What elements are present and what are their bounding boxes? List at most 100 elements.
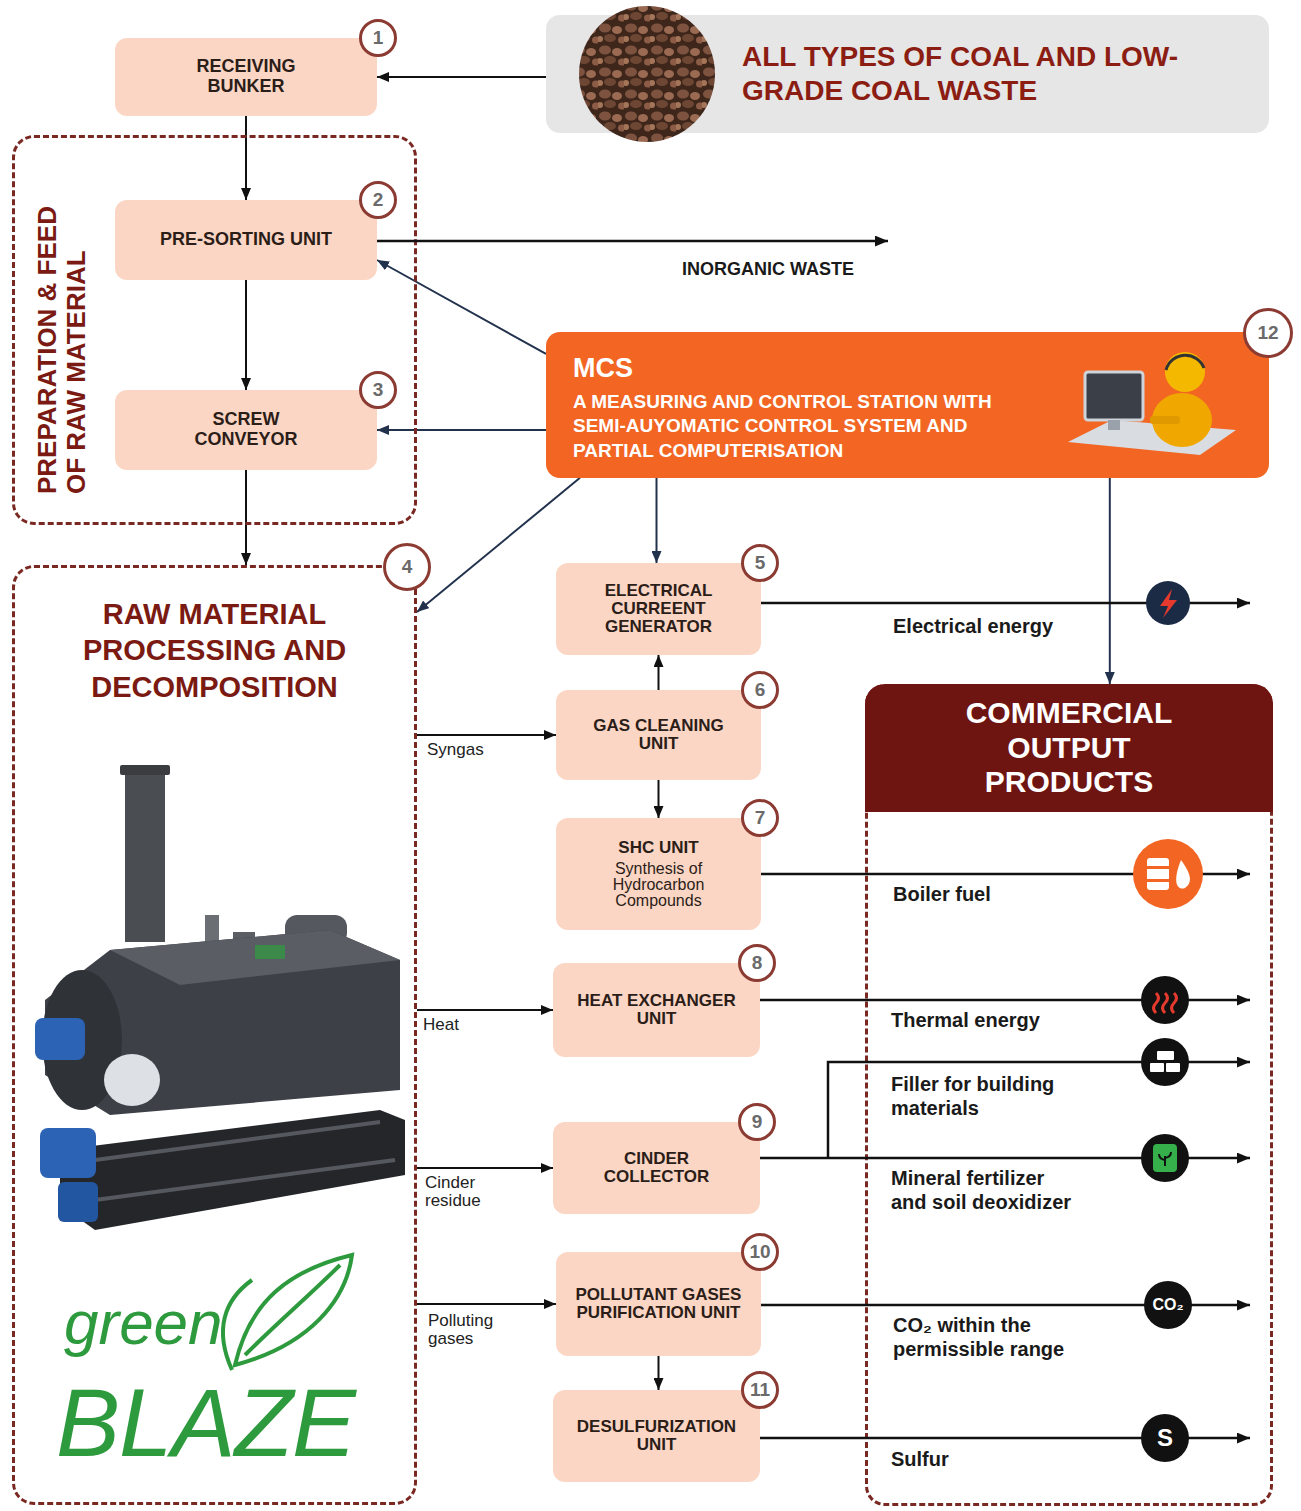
control-station-box: MCS A MEASURING AND CONTROL STATION WITH … [546,332,1269,478]
process-box: HEAT EXCHANGER UNIT [553,963,760,1057]
sulfur-icon [1141,1414,1189,1462]
process-box: SCREW CONVEYOR [115,390,377,470]
coal-photo [579,6,715,142]
electricity-icon [1146,581,1190,625]
fuel-icon [1147,858,1169,890]
output-label: CO₂ within the permissible range [893,1313,1133,1361]
callout-number: 6 [741,671,779,709]
fertilizer-icon [1153,1144,1177,1172]
operator-icon [1108,420,1120,430]
fuel-icon [1133,839,1203,909]
region-title: PREPARATION & FEED OF RAW MATERIAL [33,176,91,494]
banner-label: ALL TYPES OF COAL AND LOW-GRADE COAL WAS… [742,40,1182,107]
callout-number: 5 [741,544,779,582]
callout-number: 2 [359,181,397,219]
output-arrows [761,873,1250,876]
gasifier-machine [95,1122,395,1200]
gasifier-machine [255,945,285,959]
operator-icon [1068,352,1236,455]
gasifier-machine [205,915,219,975]
process-box: ELECTRICAL CURREENT GENERATOR [556,563,761,655]
flow-arrow [1109,478,1111,684]
building-filler-icon [1150,1063,1164,1072]
gasifier-machine [35,765,405,1230]
fuel-icon [1147,866,1169,869]
process-box: CINDER COLLECTOR [553,1122,760,1214]
coal-photo [579,6,715,142]
output-arrows [760,999,1250,1002]
icon-text: CO₂ [1144,1281,1192,1329]
callout-number: 10 [741,1233,779,1271]
output-arrows [828,1062,1250,1158]
operator-icon [1165,352,1205,392]
flow-arrow [417,1303,556,1305]
operator-icon [1068,420,1236,455]
output-arrows [760,1437,1250,1440]
output-arrows [761,602,1250,605]
operator-icon [1085,372,1143,420]
process-box: GAS CLEANING UNIT [556,690,761,780]
building-filler-icon [1157,1051,1174,1060]
logo-leaf [223,1280,252,1370]
callout-number: 12 [1243,308,1293,358]
box-subtitle: Synthesis of Hydrocarbon Compounds [589,861,729,909]
flow-arrow [245,280,247,390]
flow-arrow [377,76,546,78]
region-title: RAW MATERIAL PROCESSING AND DECOMPOSITIO… [15,596,414,705]
box-body: A MEASURING AND CONTROL STATION WITH SEM… [573,390,993,464]
output-label: Filler for building materials [891,1072,1091,1120]
operator-icon [1166,355,1204,370]
box-label: POLLUTANT GASES PURIFICATION UNIT [574,1286,743,1322]
gasifier-machine [40,1128,96,1178]
box-label: SCREW CONVEYOR [165,410,327,450]
co2-icon [1144,1281,1192,1329]
gasifier-machine [45,930,400,1115]
flow-arrow [656,478,658,563]
box-label: CINDER COLLECTOR [571,1150,742,1186]
logo-leaf [245,1265,340,1355]
output-label: Mineral fertilizer and soil deoxidizer [891,1166,1081,1214]
logo-leaf [235,1255,352,1365]
operator-icon [1152,393,1212,447]
fuel-icon [1147,879,1169,882]
output-label: Boiler fuel [893,882,991,906]
output-label: Sulfur [891,1447,949,1471]
flow-arrow [417,1009,553,1011]
gasifier-machine [60,1110,405,1230]
logo-text: green [64,1292,223,1354]
process-box: DESULFURIZATION UNIT [553,1390,760,1482]
gasifier-machine [125,772,165,942]
box-heading: MCS [573,354,1269,384]
electricity-icon [1146,581,1190,625]
box-label: DESULFURIZATION UNIT [571,1418,742,1454]
flow-arrow [658,655,660,690]
building-filler-icon [1141,1038,1189,1086]
group-region: PREPARATION & FEED OF RAW MATERIALPRE-SO… [12,135,417,525]
flow-arrow [377,260,546,354]
flow-arrow [658,1356,660,1390]
process-box: POLLUTANT GASES PURIFICATION UNIT [556,1252,761,1356]
gasifier-machine [104,1054,160,1106]
edge-label: Syngas [427,741,484,759]
callout-number: 8 [738,944,776,982]
callout-number: 9 [738,1103,776,1141]
flow-arrow [245,116,247,200]
flow-arrow [377,429,546,431]
sulfur-icon [1141,1414,1189,1462]
callout-number: 4 [383,543,431,591]
callout-number: 7 [741,799,779,837]
box-label: HEAT EXCHANGER UNIT [571,992,742,1028]
region-header: COMMERCIAL OUTPUT PRODUCTS [865,684,1273,812]
callout-number: 11 [741,1371,779,1409]
building-filler-icon [1141,1038,1189,1086]
edge-label: Cinder residue [425,1174,505,1210]
box-label: ELECTRICAL CURREENT GENERATOR [574,582,743,636]
flow-arrow [417,1167,553,1169]
building-filler-icon [1166,1063,1180,1072]
group-region: RAW MATERIAL PROCESSING AND DECOMPOSITIO… [12,565,417,1505]
fuel-icon [1176,860,1190,889]
gasifier-machine [110,930,400,985]
box-label: SHC UNIT [574,839,743,857]
gasifier-machine [285,915,347,945]
